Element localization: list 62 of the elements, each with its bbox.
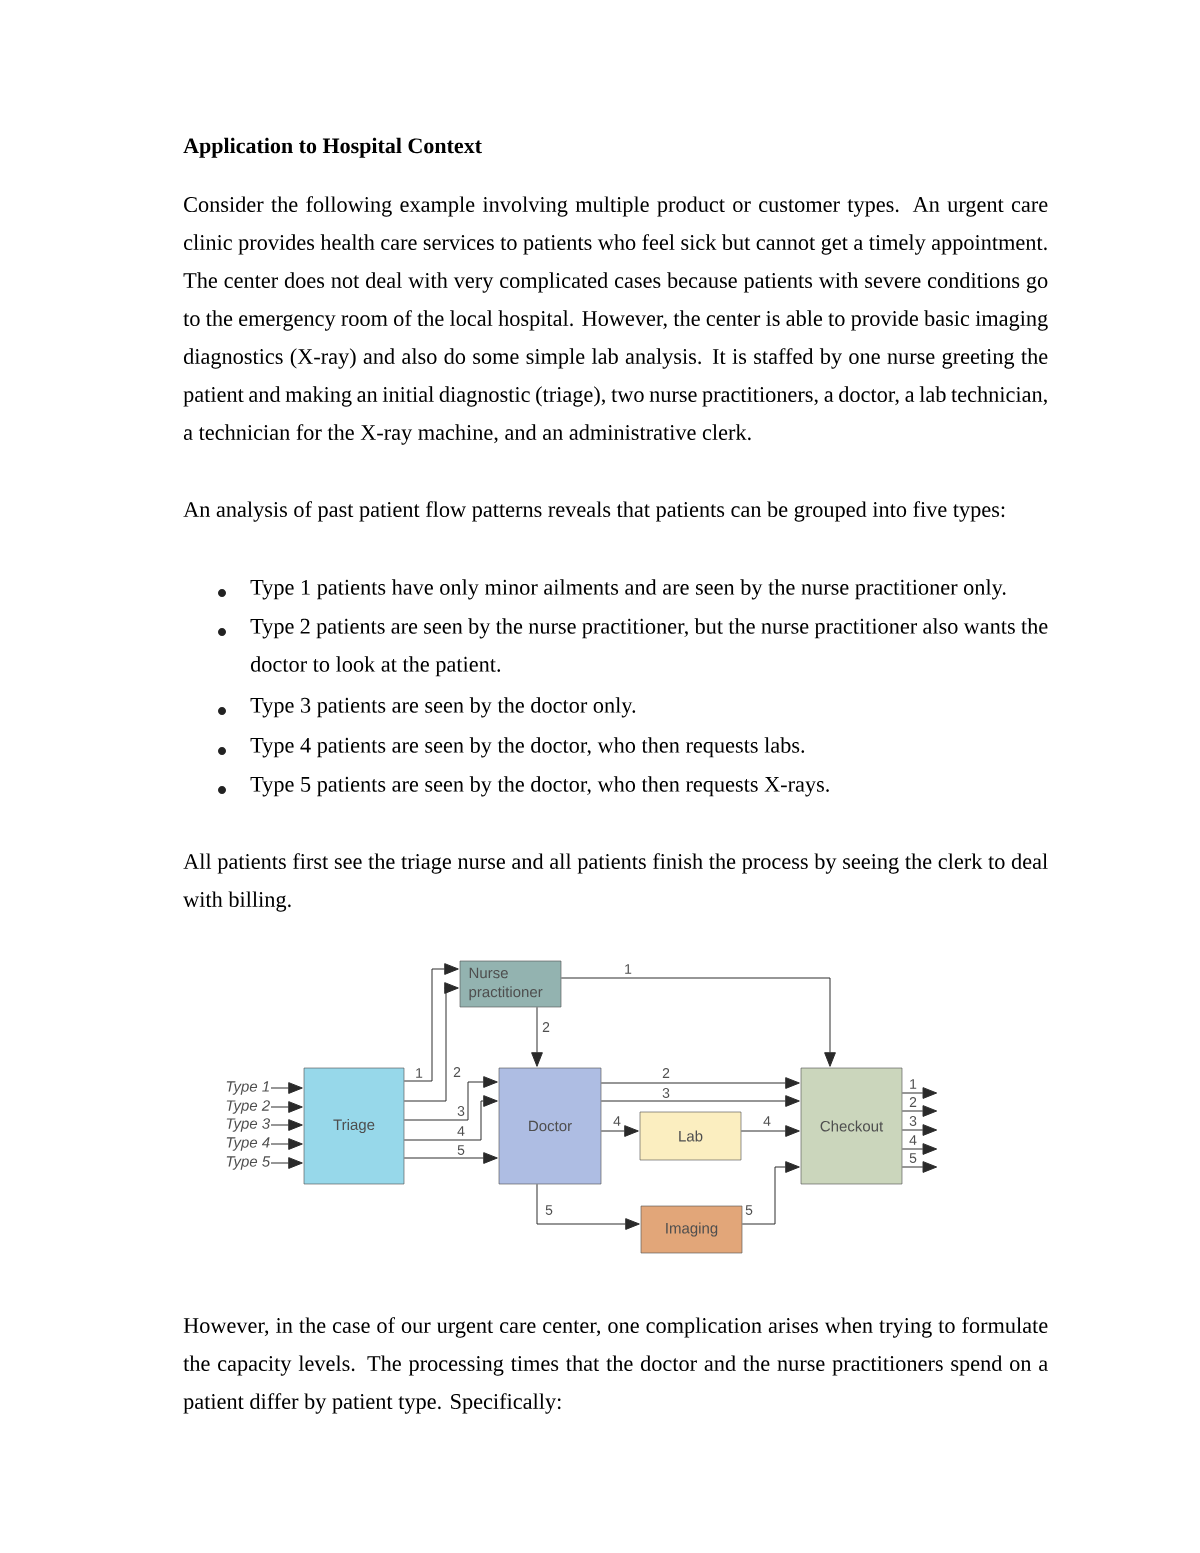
- arrow: [270, 1101, 303, 1113]
- arrow: [600, 1095, 800, 1107]
- process-box: Nurse practitioner: [459, 960, 562, 1008]
- edge-label: 2: [452, 1066, 462, 1078]
- paragraph: Type 2 patients are seen by the nurse practitioner, but the nurse practitioner also wants the doctor to look at the patient.: [250, 618, 1048, 677]
- arrow: [600, 1077, 800, 1089]
- arrow: [403, 1095, 498, 1141]
- arrow: [901, 1143, 938, 1155]
- paragraph: Type 5 patients are seen by the doctor, who then requests X-rays.: [250, 776, 829, 797]
- paragraph: Type 4 patients are seen by the doctor, who then requests labs.: [250, 737, 805, 758]
- edge-label: 5: [908, 1152, 918, 1164]
- arrow: [560, 977, 836, 1067]
- input-label: Type 4: [226, 1137, 270, 1151]
- arrow: [536, 1183, 640, 1230]
- arrow: [531, 1006, 543, 1067]
- edge-label: 2: [661, 1067, 671, 1079]
- paragraph: Consider the following example involving multiple product or customer types. An urgent care clinic provides health care services to patients who feel sick but cannot get a timely appointment. The center does not deal with very complicated cases because patients with severe conditions go to the emergency room of the local hospital. However, the center is able to provide basic imaging diagnostics (X-ray) and also do some simple lab analysis. It is staffed by one nurse greeting the patient and making an initial diagnostic (triage), two nurse practitioners, a doctor, a lab technician, a technician for the X-ray machine, and an administrative clerk.: [183, 196, 1048, 445]
- input-label: Type 3: [226, 1118, 270, 1132]
- edge-label: 4: [612, 1115, 622, 1127]
- process-box: Imaging: [640, 1205, 743, 1254]
- arrow: [403, 963, 459, 1082]
- arrow: [901, 1105, 938, 1117]
- arrow: [270, 1119, 303, 1131]
- edge-label: 1: [623, 963, 633, 975]
- paragraph: An analysis of past patient flow patterns reveals that patients can be grouped into five types:: [183, 501, 1005, 522]
- edge-label: 5: [744, 1204, 754, 1216]
- paragraph: All patients first see the triage nurse and all patients finish the process by seeing the clerk to deal with billing.: [183, 853, 1048, 912]
- edge-label: 4: [762, 1115, 772, 1127]
- edge-label: 3: [456, 1105, 466, 1117]
- input-label: Type 5: [226, 1156, 271, 1170]
- edge-label: 5: [456, 1144, 466, 1156]
- edge-label: 3: [908, 1115, 918, 1127]
- arrow: [403, 982, 459, 1102]
- edge-label: 2: [908, 1096, 918, 1108]
- paragraph: Type 3 patients are seen by the doctor only.: [250, 697, 636, 718]
- process-box: Lab: [639, 1111, 742, 1161]
- arrow: [403, 1152, 498, 1164]
- paragraph: Type 1 patients have only minor ailments and are seen by the nurse practitioner only.: [250, 579, 1006, 600]
- arrow: [403, 1076, 498, 1121]
- arrow: [600, 1125, 639, 1137]
- process-box: Doctor: [498, 1067, 602, 1185]
- process-box: Triage: [303, 1067, 405, 1185]
- edge-label: 4: [456, 1125, 466, 1137]
- arrow: [901, 1161, 938, 1173]
- edge-label: 5: [544, 1204, 554, 1216]
- heading: Application to Hospital Context: [183, 137, 482, 158]
- input-label: Type 2: [226, 1100, 270, 1114]
- arrow: [740, 1125, 800, 1137]
- edge-label: 1: [414, 1067, 424, 1079]
- arrow: [901, 1124, 938, 1136]
- arrow: [270, 1157, 303, 1169]
- edge-label: 1: [908, 1078, 918, 1090]
- edge-label: 4: [908, 1134, 918, 1146]
- paragraph: However, in the case of our urgent care center, one complication arises when trying to formulate the capacity levels. The processing times that the doctor and the nurse practitioners spend on a patient differ by patient type. Specifically:: [183, 1317, 1048, 1414]
- arrow: [741, 1161, 800, 1225]
- arrow: [270, 1138, 303, 1150]
- edge-label: 3: [661, 1087, 671, 1099]
- edge-label: 2: [541, 1021, 551, 1033]
- arrow: [901, 1087, 938, 1099]
- arrow: [270, 1082, 303, 1094]
- input-label: Type 1: [226, 1081, 269, 1095]
- process-box: Checkout: [800, 1067, 903, 1185]
